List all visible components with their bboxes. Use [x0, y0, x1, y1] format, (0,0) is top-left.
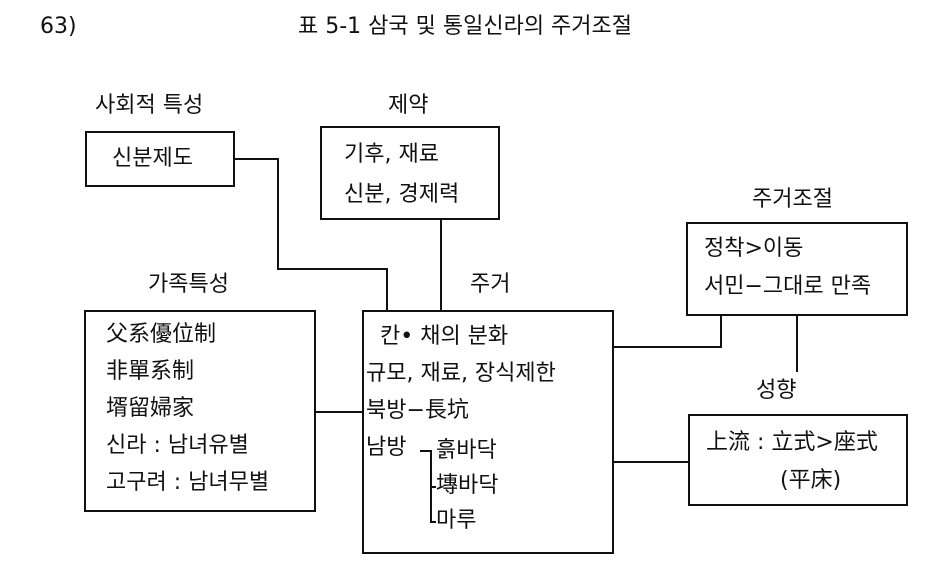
constraint-item: 신분, 경제력	[344, 182, 460, 207]
tendency-heading: 성향	[756, 378, 797, 403]
social-heading: 사회적 특성	[95, 93, 204, 118]
constraint-item: 기후, 재료	[344, 142, 439, 167]
dwelling-subitem: 마루	[436, 508, 477, 533]
adjustment-box: 정착>이동 서민−그대로 만족	[686, 222, 908, 316]
family-item: 신라 : 남녀유별	[106, 433, 249, 458]
adjustment-item: 서민−그대로 만족	[704, 274, 872, 299]
connector-social	[277, 158, 279, 270]
constraint-heading: 제약	[388, 93, 429, 118]
connector-social	[277, 268, 388, 270]
tendency-box: 上流 : 立式>座式 (平床)	[688, 414, 908, 506]
family-item: 非單系制	[106, 359, 195, 384]
bracket-tick	[430, 521, 436, 523]
connector-social	[235, 158, 279, 160]
family-item: 父系優位制	[106, 322, 217, 347]
connector-constraint	[440, 220, 442, 310]
connector-social	[386, 268, 388, 310]
family-item: 고구려 : 남녀무별	[106, 470, 270, 495]
dwelling-item: 남방	[366, 435, 407, 460]
dwelling-item: 북방−長坑	[366, 398, 469, 423]
dwelling-subitem: 塼바닥	[436, 473, 499, 498]
dwelling-box: 칸• 채의 분화 규모, 재료, 장식제한 북방−長坑 남방 흙바닥 塼바닥 마…	[362, 310, 614, 554]
bracket-tick	[430, 486, 436, 488]
social-item: 신분제도	[112, 146, 193, 171]
dwelling-item: 칸• 채의 분화	[380, 324, 509, 349]
connector-family	[316, 411, 362, 413]
connector-adjust-tendency	[796, 316, 798, 372]
family-item: 壻留婦家	[106, 396, 195, 421]
connector-adjustment	[614, 346, 722, 348]
family-box: 父系優位制 非單系制 壻留婦家 신라 : 남녀유별 고구려 : 남녀무별	[84, 310, 316, 512]
tendency-item: (平床)	[780, 468, 842, 493]
dwelling-item: 규모, 재료, 장식제한	[366, 361, 556, 386]
bracket-top	[420, 450, 432, 452]
table-title: 표 5-1 삼국 및 통일신라의 주거조절	[298, 14, 633, 39]
constraint-box: 기후, 재료 신분, 경제력	[320, 126, 500, 220]
dwelling-subitem: 흙바닥	[436, 438, 497, 463]
adjustment-heading: 주거조절	[752, 187, 833, 212]
family-heading: 가족특성	[148, 272, 229, 297]
tendency-item: 上流 : 立式>座式	[706, 430, 878, 455]
social-box: 신분제도	[85, 131, 235, 187]
dwelling-heading: 주거	[470, 272, 511, 297]
page-number: 63)	[40, 14, 77, 39]
connector-tendency	[614, 461, 688, 463]
adjustment-item: 정착>이동	[704, 236, 804, 261]
connector-adjustment	[720, 316, 722, 348]
